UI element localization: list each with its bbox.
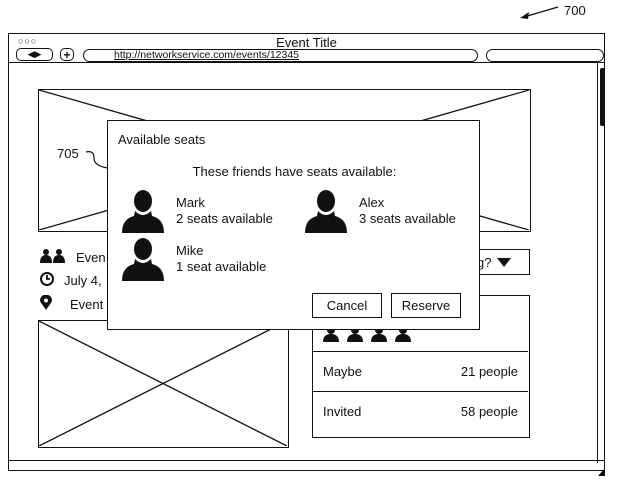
- friend-name: Alex: [359, 195, 385, 210]
- plus-icon: +: [63, 47, 71, 62]
- friend-seats: 3 seats available: [359, 211, 456, 226]
- title-bar: ○○○ Event Title ◀▶ + http://networkservi…: [8, 33, 605, 63]
- friend-alex[interactable]: Alex 3 seats available: [305, 189, 475, 235]
- scrollbar[interactable]: [597, 63, 605, 463]
- attendance-row-maybe[interactable]: Maybe 21 people: [313, 351, 528, 391]
- people-icon: [40, 249, 66, 266]
- search-bar[interactable]: [486, 49, 604, 62]
- friend-seats: 1 seat available: [176, 259, 267, 274]
- event-gallery-image: [38, 320, 289, 448]
- rsvp-dropdown[interactable]: g?: [476, 249, 530, 275]
- attendees-row: Even: [40, 249, 106, 266]
- friend-seats: 2 seats available: [176, 211, 273, 226]
- friend-name: Mark: [176, 195, 205, 210]
- dialog-subtitle: These friends have seats available:: [192, 164, 397, 179]
- row-count: 21 people: [460, 364, 518, 379]
- address-bar[interactable]: http://networkservice.com/events/12345: [83, 49, 478, 62]
- row-count: 58 people: [460, 404, 518, 419]
- attendance-row-invited[interactable]: Invited 58 people: [313, 391, 528, 431]
- person-silhouette-icon: [122, 237, 164, 286]
- location-pin-icon: [40, 294, 52, 313]
- available-seats-dialog: Available seats These friends have seats…: [107, 120, 480, 330]
- person-silhouette-icon: [122, 189, 164, 238]
- date-row: July 4,: [40, 272, 102, 289]
- dialog-ref-leader: [85, 150, 110, 177]
- resize-handle[interactable]: [598, 463, 605, 481]
- event-date: July 4,: [64, 273, 102, 288]
- attendees-text: Even: [76, 250, 106, 265]
- event-location: Event: [70, 296, 104, 312]
- back-forward-button[interactable]: ◀▶: [16, 48, 53, 61]
- dialog-title: Available seats: [118, 132, 206, 147]
- browser-window: [8, 33, 605, 471]
- clock-icon: [40, 272, 54, 289]
- friend-name: Mike: [176, 243, 204, 258]
- row-label: Maybe: [323, 364, 363, 379]
- dialog-ref-number: 705: [57, 146, 79, 161]
- cancel-button[interactable]: Cancel: [312, 293, 382, 318]
- friend-mark[interactable]: Mark 2 seats available: [122, 189, 292, 235]
- figure-ref-arrow: [518, 3, 562, 26]
- rsvp-value: g?: [477, 254, 492, 270]
- person-silhouette-icon: [305, 189, 347, 238]
- window-controls[interactable]: ○○○: [18, 36, 38, 46]
- scrollbar-thumb[interactable]: [600, 68, 605, 126]
- window-title: Event Title: [276, 35, 337, 50]
- back-forward-icon: ◀▶: [27, 49, 42, 59]
- new-tab-button[interactable]: +: [60, 47, 74, 62]
- reserve-button[interactable]: Reserve: [391, 293, 461, 318]
- friend-mike[interactable]: Mike 1 seat available: [122, 237, 292, 283]
- status-bar: [8, 460, 605, 471]
- location-row: Event: [40, 294, 104, 313]
- url-text: http://networkservice.com/events/12345: [114, 49, 300, 61]
- caret-down-icon: [497, 255, 512, 270]
- figure-ref-number: 700: [564, 3, 586, 18]
- row-label: Invited: [323, 404, 362, 419]
